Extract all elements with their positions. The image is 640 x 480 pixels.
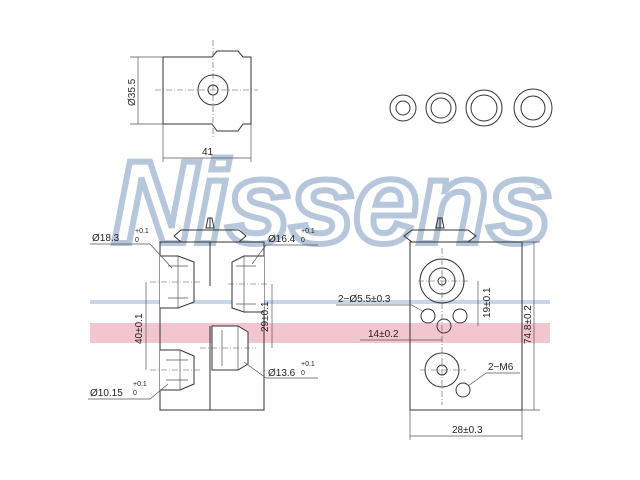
d-top-right-tol-lower: 0 (301, 237, 305, 244)
leader-bottom-left (149, 383, 169, 400)
dim-40-label: 40±0.1 (134, 313, 145, 344)
nissens-logo: Nissens ® (109, 134, 556, 272)
d-top-left-tol-lower: 0 (135, 237, 139, 244)
d-top-left-tol-upper: +0.1 (135, 228, 149, 235)
o-ring-3-inner (470, 94, 498, 122)
top-width-label: 41 (202, 147, 214, 158)
thread-leader (467, 372, 487, 387)
front-stem-tip (205, 217, 215, 229)
side-stem-tip (435, 217, 445, 229)
d-top-right-value: Ø16.4 (268, 234, 296, 245)
dim-19-label: 19±0.1 (482, 287, 493, 318)
red-stripe (90, 323, 550, 343)
top-view-body (162, 50, 252, 132)
side-body (409, 241, 523, 411)
o-ring-4-inner (520, 95, 546, 121)
holes-label: 2−Ø5.5±0.3 (338, 294, 391, 305)
d-top-left-label: Ø18.3 (92, 233, 120, 244)
dim-74-label: 74.8±0.2 (523, 305, 534, 344)
top-view: Ø35.5 41 (127, 40, 258, 162)
o-ring-1-outer (389, 94, 417, 122)
side-hole-right (452, 308, 468, 324)
thread-label: 2−M6 (488, 362, 514, 373)
o-ring-1-inner (395, 100, 411, 116)
top-height-label: Ø35.5 (127, 78, 138, 106)
d-bottom-right-value: Ø13.6 (268, 368, 296, 379)
o-ring-2-outer (425, 92, 457, 124)
side-hole-center (436, 318, 452, 334)
dim-28-label: 28±0.3 (452, 425, 483, 436)
d-bottom-left-value: Ø10.15 (90, 388, 123, 399)
o-ring-2-inner (430, 97, 452, 119)
front-view: Ø18.3 +0.1 0 Ø16.4 +0.1 0 40±0.1 29±0.1 … (88, 217, 318, 411)
logo-wordmark: Nissens (112, 137, 551, 269)
brand-stripes (90, 300, 550, 343)
blue-stripe (90, 300, 550, 304)
side-view: 2−Ø5.5±0.3 14±0.2 19±0.1 74.8±0.2 2−M6 2… (336, 217, 540, 440)
leader-bottom-right (243, 361, 267, 379)
d-top-left-value: Ø18.3 (92, 233, 120, 244)
d-bottom-right-tol-upper: +0.1 (301, 361, 315, 368)
d-bottom-left-tol-upper: +0.1 (133, 381, 147, 388)
d-top-right-tol-upper: +0.1 (301, 228, 315, 235)
d-bottom-left-tol-lower: 0 (133, 390, 137, 397)
side-m6-thread (455, 382, 471, 398)
o-rings (389, 88, 553, 128)
height-value: 35.5 (127, 78, 138, 98)
leader-top-left (149, 243, 173, 269)
front-body (159, 241, 265, 411)
diameter-symbol: Ø (127, 98, 138, 106)
registered-mark: ® (534, 175, 545, 191)
leader-top-right (251, 244, 267, 265)
o-ring-4-outer (513, 88, 553, 128)
dim-29-label: 29±0.1 (260, 301, 271, 332)
holes-leader (411, 304, 425, 313)
dim-14-label: 14±0.2 (368, 329, 399, 340)
side-hole-left (420, 308, 436, 324)
o-ring-3-outer (465, 89, 503, 127)
d-bottom-right-tol-lower: 0 (301, 370, 305, 377)
